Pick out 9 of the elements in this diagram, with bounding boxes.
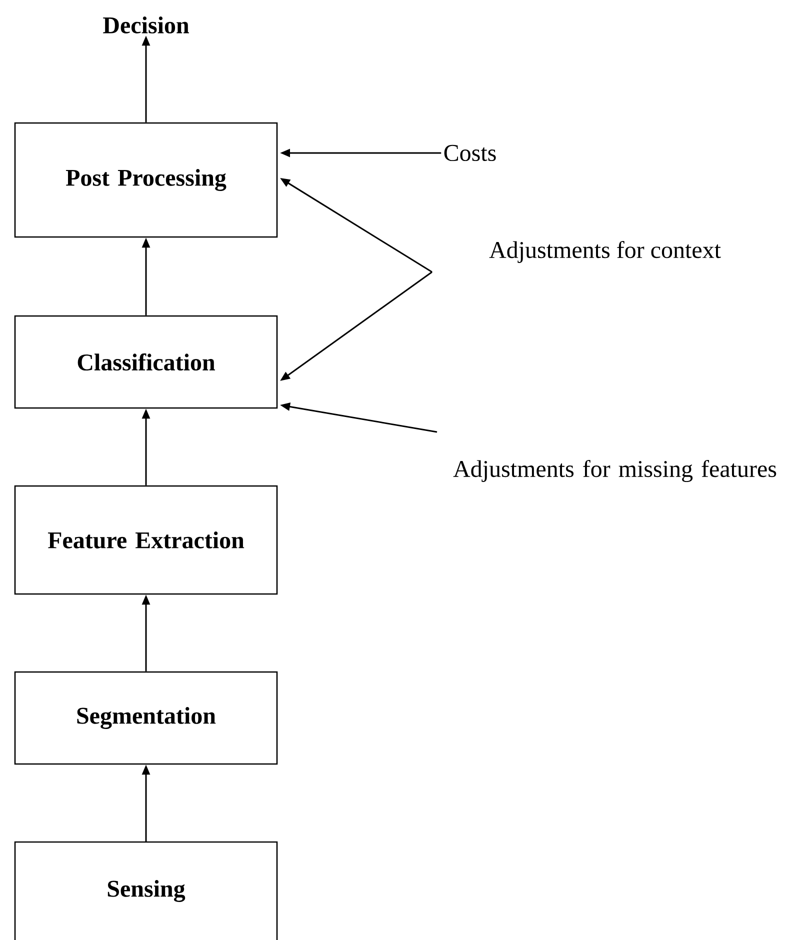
process-box: Segmentation <box>14 671 278 765</box>
process-box: Post Processing <box>14 122 278 238</box>
output-label: Decision <box>103 16 189 34</box>
process-box: Classification <box>14 315 278 409</box>
process-box: Feature Extraction <box>14 485 278 595</box>
input-label: Adjustments for context <box>489 241 721 263</box>
input-label: Adjustments for missing features <box>453 460 776 482</box>
process-box: Sensing <box>14 841 278 940</box>
input-label: Costs <box>444 144 496 162</box>
